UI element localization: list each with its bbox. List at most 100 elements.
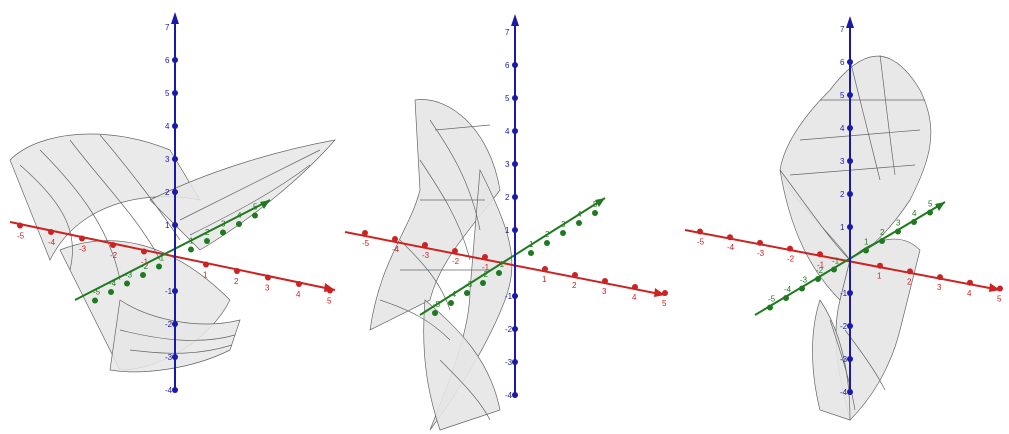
z-tick xyxy=(847,224,853,230)
z-tick xyxy=(512,128,518,134)
plot-3-canvas: 7654321-1-2-3-4-5-4-3-2-112345-5-4-3-2-1… xyxy=(684,16,1003,421)
x-tick xyxy=(392,236,398,242)
z-tick xyxy=(847,59,853,65)
x-axis xyxy=(9,221,336,291)
z-tick xyxy=(172,57,178,63)
z-tick xyxy=(847,323,853,329)
y-tick xyxy=(560,230,566,236)
x-tick xyxy=(877,262,883,269)
y-axis xyxy=(74,199,271,301)
plot-2-canvas: 7654321-1-2-3-4-5-4-3-2-112345-5-4-3-2-1… xyxy=(344,14,668,431)
y-tick-label: -2 xyxy=(141,262,149,271)
y-tick xyxy=(156,263,162,270)
y-tick-label: 1 xyxy=(529,240,534,249)
x-tick-label: 5 xyxy=(327,297,332,306)
y-tick-label: -3 xyxy=(800,276,808,285)
z-tick-label: 2 xyxy=(505,193,510,202)
z-tick xyxy=(512,326,518,332)
plot-1-canvas: 7654321-1-2-3-4-5-4-3-2-112345-5-4-3-2-1… xyxy=(9,12,336,395)
z-tick xyxy=(847,356,853,362)
y-tick xyxy=(528,250,534,256)
z-tick xyxy=(847,158,853,164)
x-tick-label: -3 xyxy=(757,249,765,258)
z-tick-label: 6 xyxy=(165,56,170,65)
y-tick-label: 4 xyxy=(237,211,242,220)
x-tick xyxy=(48,229,54,235)
y-tick xyxy=(92,297,98,304)
z-tick xyxy=(172,189,178,195)
x-tick xyxy=(452,248,458,254)
z-tick-label: 7 xyxy=(505,28,510,37)
z-tick-label: 4 xyxy=(165,122,170,131)
z-tick xyxy=(847,389,853,395)
z-tick xyxy=(512,293,518,299)
z-tick-label: -3 xyxy=(840,355,848,364)
z-tick-label: -2 xyxy=(165,320,173,329)
z-tick-label: -2 xyxy=(505,325,513,334)
y-tick xyxy=(767,304,773,311)
z-tick-label: 1 xyxy=(840,223,845,232)
x-tick-label: -2 xyxy=(452,257,460,266)
z-tick-label: 5 xyxy=(505,94,510,103)
z-tick xyxy=(512,359,518,365)
x-tick-label: -2 xyxy=(787,255,795,264)
x-tick xyxy=(234,268,240,274)
y-axis-arrow-icon xyxy=(935,202,945,211)
x-tick-label: 5 xyxy=(662,299,667,308)
z-tick xyxy=(847,125,853,131)
x-tick-label: -5 xyxy=(17,232,25,241)
z-tick xyxy=(172,90,178,96)
surface-2 xyxy=(369,99,513,431)
x-tick-label: -2 xyxy=(110,251,118,260)
z-tick xyxy=(512,62,518,68)
x-tick xyxy=(265,274,271,281)
y-tick-label: 3 xyxy=(221,220,226,229)
z-tick xyxy=(512,392,518,398)
y-tick-label: -1 xyxy=(497,260,505,269)
y-tick xyxy=(911,219,917,225)
z-tick xyxy=(172,156,178,162)
z-tick-label: 3 xyxy=(840,157,845,166)
z-axis-arrow-icon xyxy=(171,12,179,24)
z-tick-label: 1 xyxy=(165,221,170,230)
x-tick xyxy=(203,261,209,268)
y-tick-label: 5 xyxy=(253,203,258,212)
y-tick xyxy=(799,285,805,292)
z-tick-label: 7 xyxy=(165,23,170,32)
y-tick xyxy=(831,266,837,273)
x-tick xyxy=(141,248,147,255)
x-tick xyxy=(817,251,823,258)
z-tick-label: -4 xyxy=(505,391,513,400)
y-tick xyxy=(879,238,885,244)
x-tick-label: 5 xyxy=(997,295,1002,304)
y-tick-label: -4 xyxy=(784,285,792,294)
y-tick xyxy=(480,280,486,286)
z-tick-label: 4 xyxy=(840,124,845,133)
z-tick xyxy=(847,92,853,98)
z-tick-label: -3 xyxy=(165,353,173,362)
x-tick-label: -1 xyxy=(141,258,149,267)
x-tick xyxy=(110,242,116,248)
z-tick xyxy=(847,191,853,197)
y-tick-label: 5 xyxy=(593,200,598,209)
x-tick xyxy=(79,235,85,242)
y-tick xyxy=(140,272,146,278)
x-tick xyxy=(327,287,333,294)
x-tick xyxy=(757,239,763,246)
x-tick xyxy=(787,245,793,252)
z-tick xyxy=(847,290,853,296)
y-tick-label: -4 xyxy=(109,279,117,288)
z-tick-label: 5 xyxy=(165,89,170,98)
x-tick xyxy=(602,278,608,284)
y-tick xyxy=(815,276,821,282)
z-tick-label: 2 xyxy=(840,190,845,199)
y-tick-label: 2 xyxy=(545,230,550,239)
y-axis-arrow-icon xyxy=(595,198,605,207)
x-tick-label: 1 xyxy=(542,275,547,284)
z-tick xyxy=(512,161,518,167)
x-tick-label: 2 xyxy=(234,277,239,286)
y-tick-label: -4 xyxy=(449,290,457,299)
